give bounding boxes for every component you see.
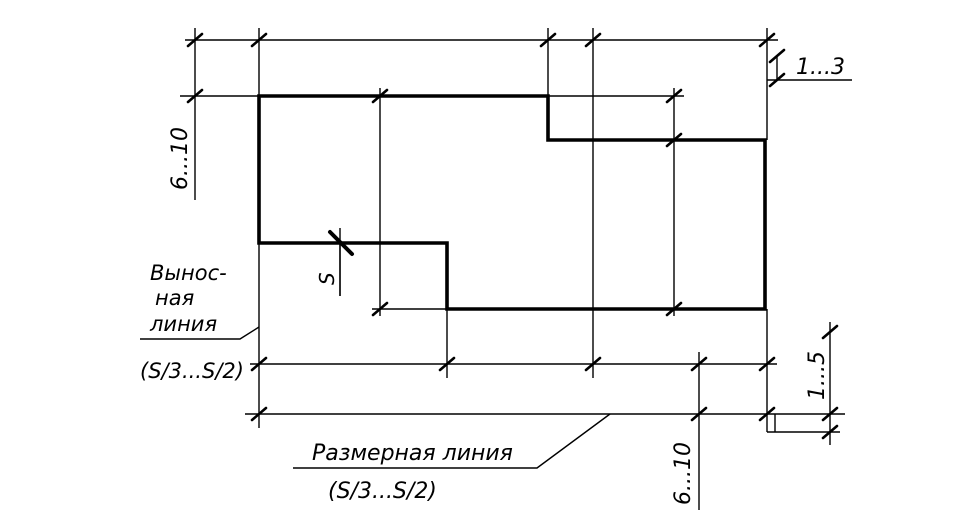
- tick-mark: [665, 301, 683, 317]
- extension-line-label-1: Вынос-: [150, 261, 227, 285]
- tick-mark: [690, 406, 708, 422]
- tick-mark: [250, 406, 268, 422]
- extension-line-leader: [140, 326, 260, 340]
- tick-mark: [758, 356, 776, 372]
- tick-mark: [250, 32, 268, 48]
- extension-line-label-2: ная: [155, 286, 194, 310]
- tick-mark: [821, 324, 839, 340]
- tick-mark: [821, 406, 839, 422]
- label-s: S: [315, 272, 339, 285]
- dimension-line-label: Размерная линия: [312, 441, 513, 466]
- tick-mark: [665, 88, 683, 104]
- tick-mark: [758, 406, 776, 422]
- leader-lines: [140, 326, 611, 469]
- tick-mark: [371, 301, 389, 317]
- dimension-lines: [185, 28, 845, 445]
- tick-mark: [821, 424, 839, 440]
- label-1-5: 1...5: [805, 351, 830, 400]
- thickness-tick-mark: [328, 230, 354, 256]
- dimension-line-leader: [293, 413, 611, 469]
- label-6-10-left: 6...10: [168, 127, 193, 190]
- tick-mark: [186, 32, 204, 48]
- dimension-line-thickness-label: (S/3...S/2): [328, 479, 437, 504]
- tick-mark: [758, 32, 776, 48]
- extension-lines: [180, 28, 852, 510]
- tick-mark: [438, 356, 456, 372]
- labels: 1...3 6...10 1...5 6...10 S Вынос- ная л…: [140, 55, 845, 505]
- part-outline: [257, 94, 767, 311]
- tick-mark: [539, 32, 557, 48]
- tick-mark: [186, 88, 204, 104]
- tick-mark: [768, 72, 786, 88]
- tick-marks: [186, 32, 839, 440]
- tick-mark: [690, 356, 708, 372]
- label-6-10-bottom: 6...10: [671, 442, 696, 505]
- extension-line-thickness-label: (S/3...S/2): [140, 359, 244, 383]
- tick-mark: [768, 48, 786, 64]
- tick-mark: [665, 132, 683, 148]
- extension-line-label-3: линия: [149, 312, 217, 336]
- tick-mark: [584, 356, 602, 372]
- tick-mark: [584, 32, 602, 48]
- label-1-3: 1...3: [796, 55, 845, 80]
- tick-mark: [371, 88, 389, 104]
- part-contour: [257, 94, 767, 311]
- tick-mark: [250, 356, 268, 372]
